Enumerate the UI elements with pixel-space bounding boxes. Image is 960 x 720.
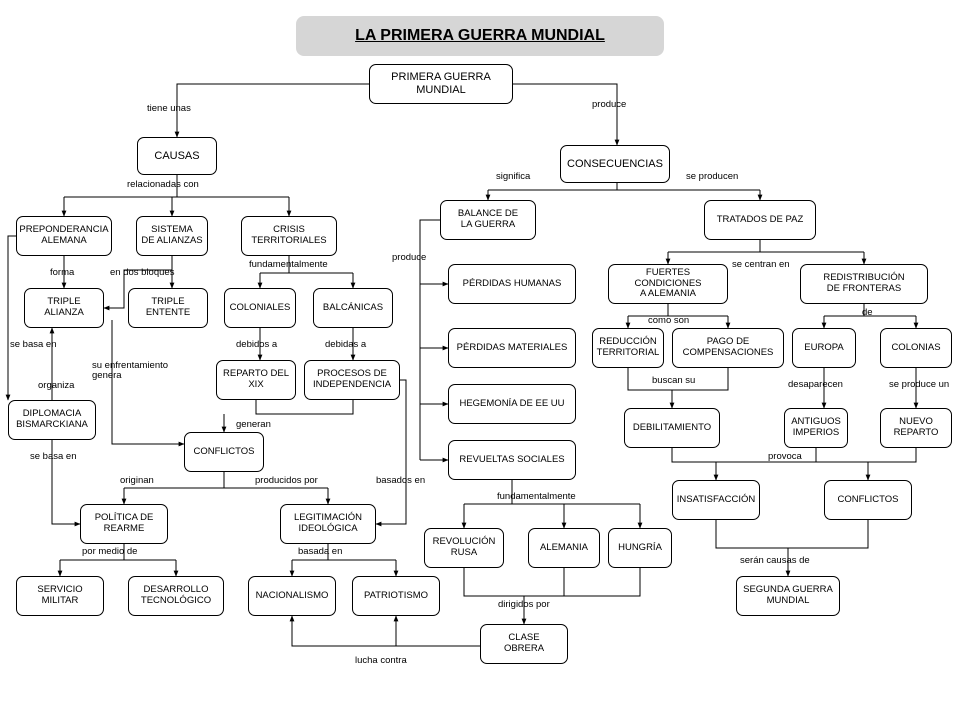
label-seran-causas-de: serán causas de — [740, 555, 810, 566]
connector-31 — [375, 379, 407, 527]
node-segunda-guerra[interactable]: SEGUNDA GUERRA MUNDIAL — [736, 576, 840, 616]
label-se-centran-en: se centran en — [732, 259, 790, 270]
label-lucha-contra: lucha contra — [355, 655, 407, 666]
label-fundamentalmente-1: fundamentalmente — [249, 259, 328, 270]
node-primera-guerra[interactable]: PRIMERA GUERRA MUNDIAL — [369, 64, 513, 104]
node-antiguos-imperios[interactable]: ANTIGUOS IMPERIOS — [784, 408, 848, 448]
node-pago-compensaciones[interactable]: PAGO DE COMPENSACIONES — [672, 328, 784, 368]
label-significa: significa — [496, 171, 531, 182]
node-reparto-xix[interactable]: REPARTO DEL XIX — [216, 360, 296, 400]
label-relacionadas-con: relacionadas con — [127, 179, 199, 190]
node-patriotismo[interactable]: PATRIOTISMO — [352, 576, 440, 616]
node-insatisfaccion[interactable]: INSATISFACCIÓN — [672, 480, 760, 520]
label-se-produce-un: se produce un — [889, 379, 950, 390]
node-tratados-paz[interactable]: TRATADOS DE PAZ — [704, 200, 816, 240]
label-produce-balance: produce — [392, 252, 427, 263]
node-revolucion-rusa[interactable]: REVOLUCIÓN RUSA — [424, 528, 504, 568]
label-como-son: como son — [648, 315, 690, 326]
node-debilitamiento[interactable]: DEBILITAMIENTO — [624, 408, 720, 448]
label-basados-en: basados en — [376, 475, 426, 486]
node-perdidas-materiales[interactable]: PÉRDIDAS MATERIALES — [448, 328, 576, 368]
node-alemania[interactable]: ALEMANIA — [528, 528, 600, 568]
node-preponderancia[interactable]: PREPONDERANCIA ALEMANA — [16, 216, 112, 256]
label-buscan-su: buscan su — [652, 375, 696, 386]
node-conflictos-cons[interactable]: CONFLICTOS — [824, 480, 912, 520]
label-originan: originan — [120, 475, 154, 486]
page-title: LA PRIMERA GUERRA MUNDIAL — [296, 16, 664, 56]
node-servicio-militar[interactable]: SERVICIO MILITAR — [16, 576, 104, 616]
label-forma: forma — [50, 267, 75, 278]
node-hungria[interactable]: HUNGRÍA — [608, 528, 672, 568]
label-desaparecen: desaparecen — [788, 379, 843, 390]
connector-1 — [174, 83, 369, 138]
node-conflictos-causa[interactable]: CONFLICTOS — [184, 432, 264, 472]
node-perdidas-humanas[interactable]: PÉRDIDAS HUMANAS — [448, 264, 576, 304]
connector-52 — [463, 568, 641, 597]
node-coloniales[interactable]: COLONIALES — [224, 288, 296, 328]
label-debidos-a: debidos a — [236, 339, 278, 350]
label-se-producen: se producen — [686, 171, 739, 182]
node-sistema-alianzas[interactable]: SISTEMA DE ALIANZAS — [136, 216, 208, 256]
label-organiza: organiza — [38, 380, 75, 391]
label-tiene-unas: tiene unas — [147, 103, 191, 114]
connector-23 — [111, 320, 185, 447]
node-triple-entente[interactable]: TRIPLE ENTENTE — [128, 288, 208, 328]
node-nuevo-reparto[interactable]: NUEVO REPARTO — [880, 408, 952, 448]
node-procesos-independencia[interactable]: PROCESOS DE INDEPENDENCIA — [304, 360, 400, 400]
label-se-basa-en-1: se basa en — [10, 339, 57, 350]
node-legitimacion[interactable]: LEGITIMACIÓN IDEOLÓGICA — [280, 504, 376, 544]
connector-40 — [289, 615, 480, 647]
node-crisis-territoriales[interactable]: CRISIS TERRITORIALES — [241, 216, 337, 256]
node-reduccion-territorial[interactable]: REDUCCIÓN TERRITORIAL — [592, 328, 664, 368]
label-basada-en: basada en — [298, 546, 343, 557]
connector-21 — [5, 235, 16, 401]
node-clase-obrera[interactable]: CLASE OBRERA — [480, 624, 568, 664]
label-por-medio-de: por medio de — [82, 546, 138, 557]
label-de: de — [862, 307, 873, 318]
connector-24 — [255, 400, 354, 415]
connector-75 — [715, 520, 869, 549]
label-fundamentalmente-2: fundamentalmente — [497, 491, 576, 502]
node-desarrollo-tecnologico[interactable]: DESARROLLO TECNOLÓGICO — [128, 576, 224, 616]
node-hegemonia[interactable]: HEGEMONÍA DE EE UU — [448, 384, 576, 424]
label-provoca: provoca — [768, 451, 802, 462]
label-debidas-a: debidas a — [325, 339, 367, 350]
label-producidos-por: producidos por — [255, 475, 318, 486]
node-politica-rearme[interactable]: POLÍTICA DE REARME — [80, 504, 168, 544]
node-nacionalismo[interactable]: NACIONALISMO — [248, 576, 336, 616]
node-causas[interactable]: CAUSAS — [137, 137, 217, 175]
node-redistribucion[interactable]: REDISTRIBUCIÓN DE FRONTERAS — [800, 264, 928, 304]
label-se-basa-en-2: se basa en — [30, 451, 77, 462]
node-fuertes-condiciones[interactable]: FUERTES CONDICIONES A ALEMANIA — [608, 264, 728, 304]
label-su-enfrentamiento: su enfrentamiento genera — [92, 360, 169, 382]
node-balcanicas[interactable]: BALCÁNICAS — [313, 288, 393, 328]
node-revueltas[interactable]: REVUELTAS SOCIALES — [448, 440, 576, 480]
label-produce-top: produce — [592, 99, 627, 110]
node-consecuencias[interactable]: CONSECUENCIAS — [560, 145, 670, 183]
node-europa[interactable]: EUROPA — [792, 328, 856, 368]
label-en-dos-bloques: en dos bloques — [110, 267, 175, 278]
label-generan: generan — [236, 419, 271, 430]
label-dirigidos-por: dirigidos por — [498, 599, 550, 610]
node-triple-alianza[interactable]: TRIPLE ALIANZA — [24, 288, 104, 328]
node-balance-guerra[interactable]: BALANCE DE LA GUERRA — [440, 200, 536, 240]
node-colonias[interactable]: COLONIAS — [880, 328, 952, 368]
node-diplomacia[interactable]: DIPLOMACIA BISMARCKIANA — [8, 400, 96, 440]
connector-2 — [513, 83, 620, 146]
